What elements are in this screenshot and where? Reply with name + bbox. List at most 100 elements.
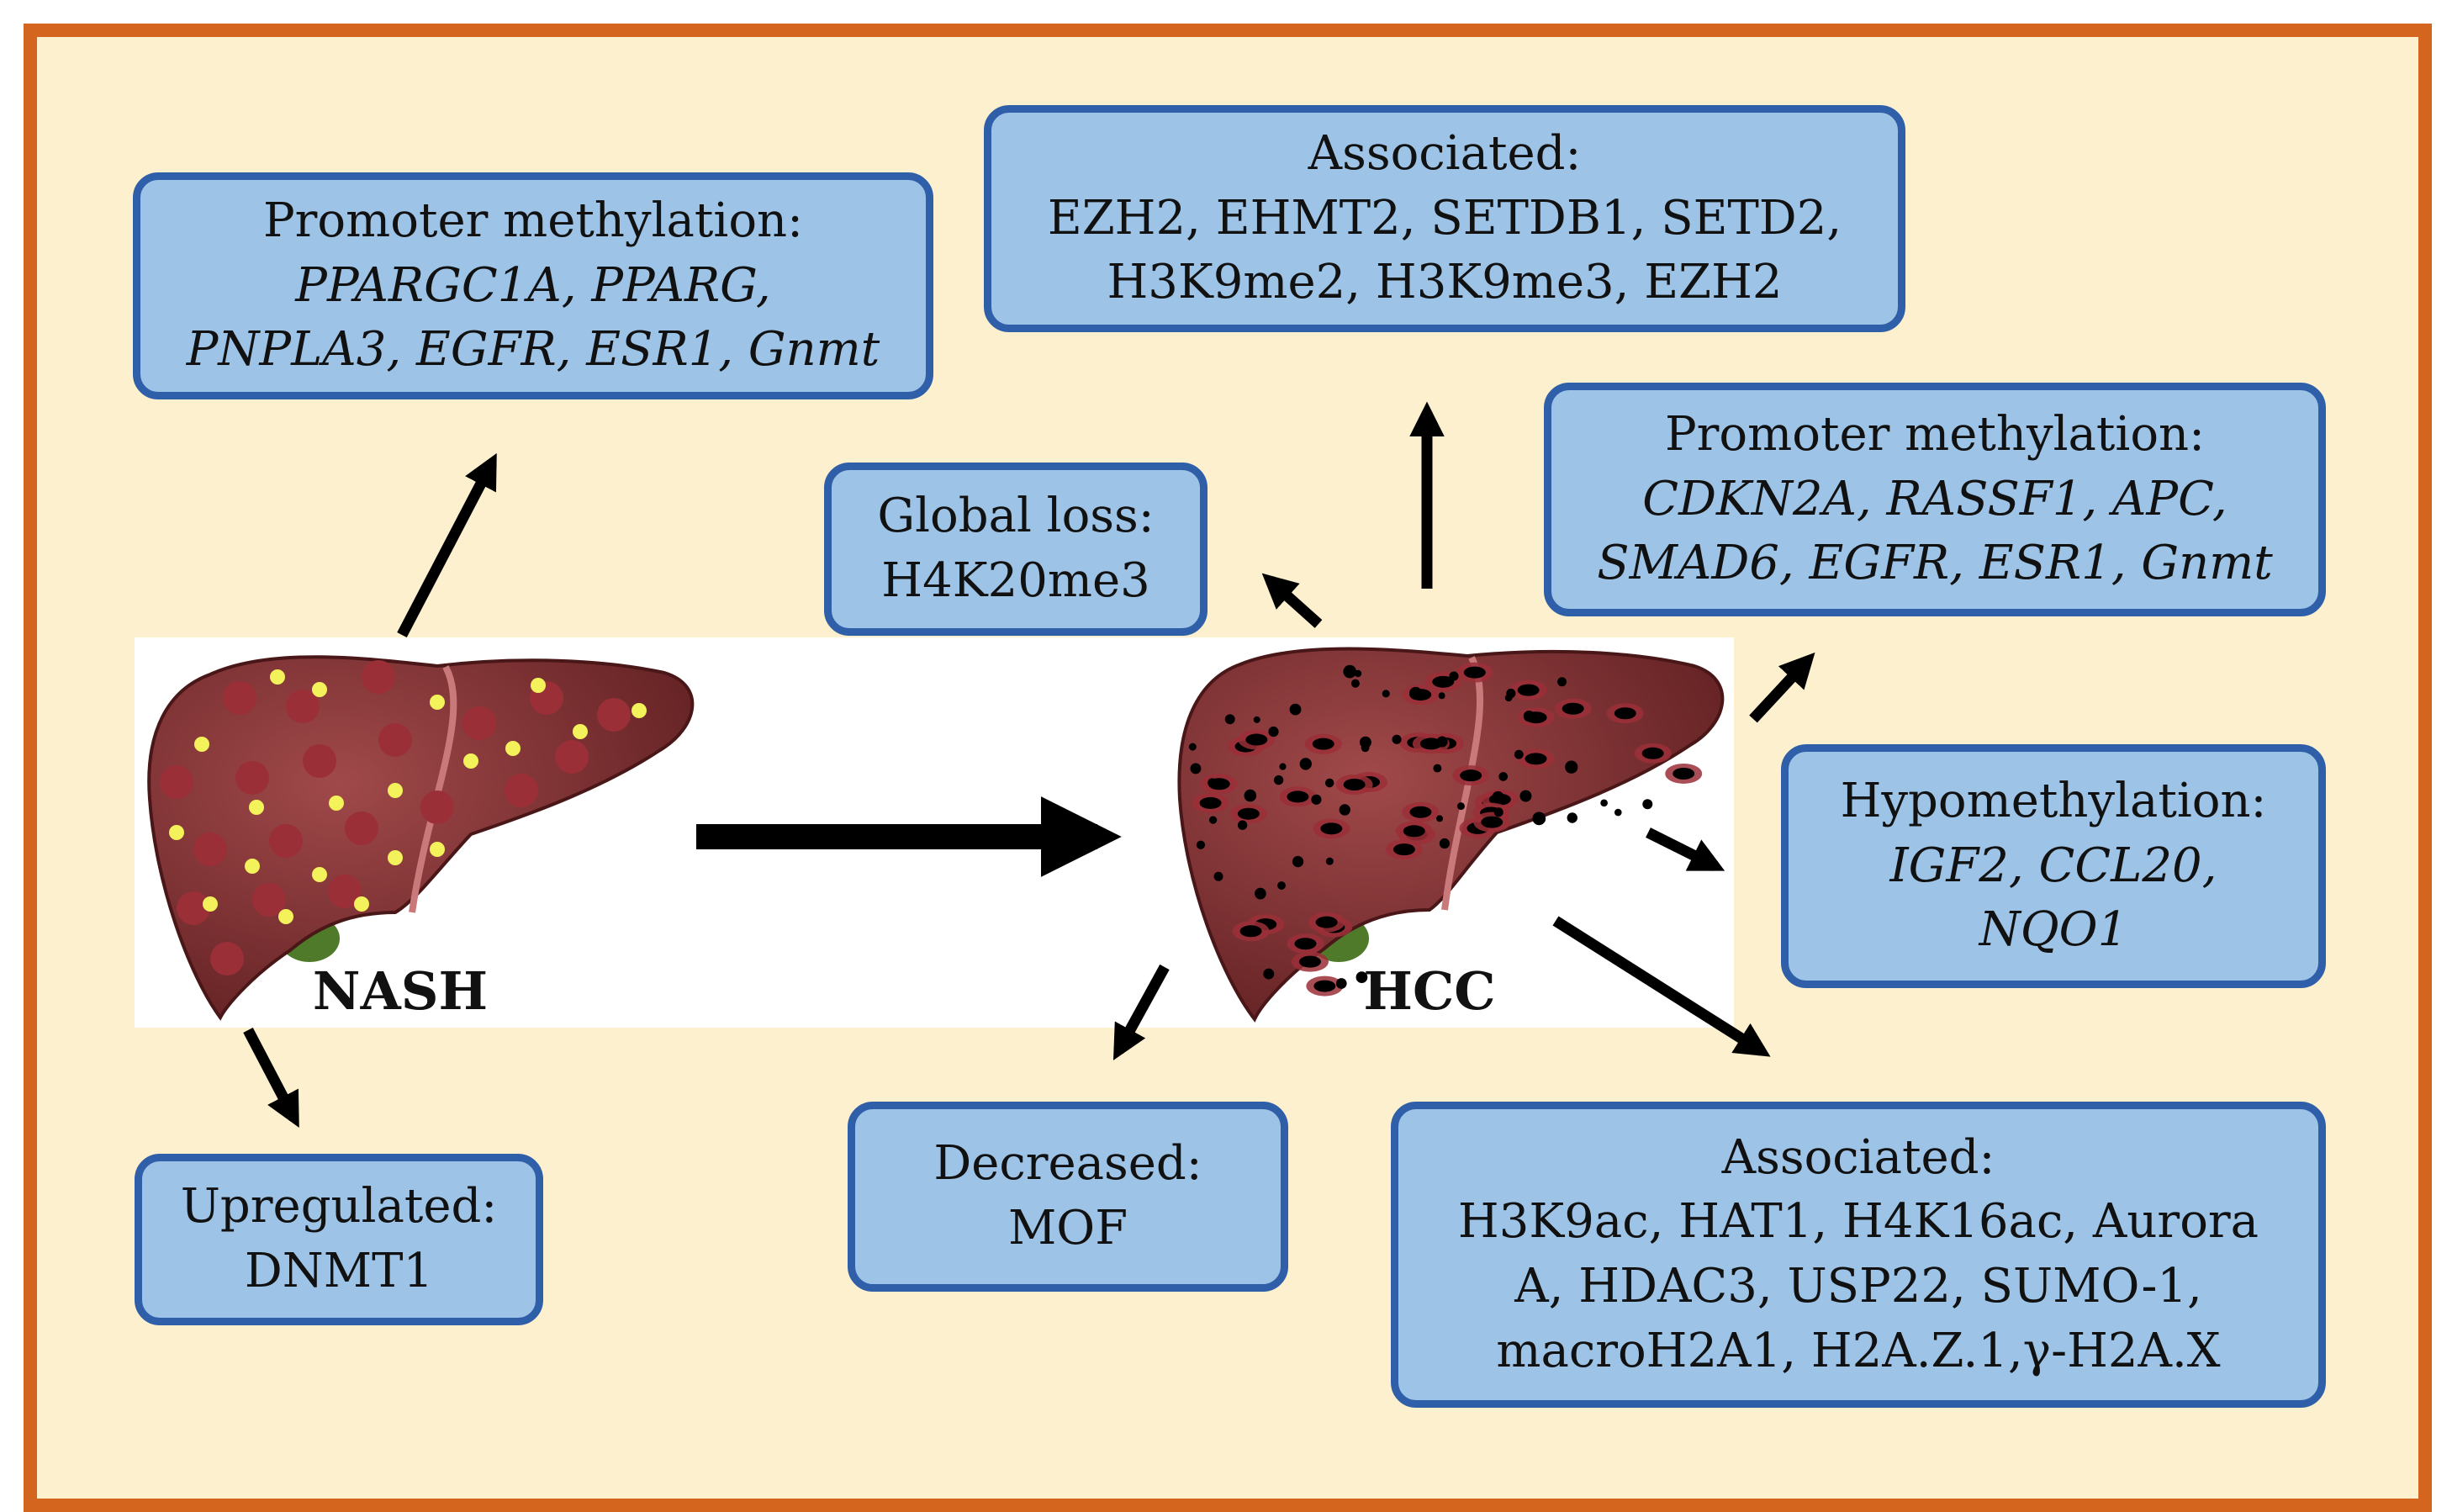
tumor-dot-icon [1208, 816, 1218, 824]
tumor-core-icon [1460, 769, 1482, 782]
tumor-core-icon [1245, 733, 1268, 746]
tumor-dot-icon [1504, 694, 1513, 702]
nash-lesions [160, 660, 647, 975]
tumor-core-icon [1517, 684, 1540, 696]
tumor-dot-icon [1277, 881, 1286, 890]
tumor-core-icon [1392, 843, 1415, 856]
lesion-icon [235, 761, 269, 795]
tumor-dot-icon [1224, 714, 1235, 725]
box-line: EZH2, EHMT2, SETDB1, SETD2, [1047, 190, 1842, 246]
tumor-core-icon [1239, 925, 1262, 938]
tumor-core-icon [1237, 807, 1260, 820]
tumor-dot-icon [1188, 743, 1197, 751]
tumor-dot-icon [1392, 734, 1402, 744]
lesion-icon [223, 681, 256, 715]
tumor-core-icon [1403, 825, 1425, 838]
box-nash-promoter-methylation: Promoter methylation: PPARGC1A, PPARG, P… [133, 172, 933, 399]
lesion-icon [597, 698, 631, 732]
tumor-dot-icon [1614, 808, 1622, 817]
tumor-core-icon [1673, 767, 1695, 780]
hcc-lesions [1188, 662, 1703, 997]
tumor-dot-icon [1335, 978, 1347, 989]
tumor-dot-icon [1213, 871, 1223, 881]
box-line: H3K9ac, HAT1, H4K16ac, Aurora [1457, 1194, 2259, 1250]
tumor-dot-icon [1436, 736, 1448, 748]
fat-droplet-icon [430, 842, 445, 857]
fat-droplet-icon [270, 669, 285, 685]
tumor-dot-icon [1299, 758, 1312, 770]
liver-ligament [409, 665, 457, 913]
box-title: Decreased: [933, 1136, 1202, 1192]
box-line: DNMT1 [244, 1244, 434, 1298]
box-line: SMAD6, EGFR, ESR1, Gnmt [1597, 536, 2273, 591]
box-line: NQO1 [1979, 902, 2128, 958]
arrow-hcc-to-decreased [1112, 964, 1170, 1060]
box-line: macroH2A1, H2A.Z.1,γ-H2A.X [1496, 1323, 2221, 1378]
tumor-dot-icon [1361, 743, 1370, 753]
lesion-icon [177, 891, 210, 925]
tumor-dot-icon [1190, 763, 1202, 775]
tumor-dot-icon [1324, 778, 1334, 788]
fat-droplet-icon [169, 825, 184, 840]
box-hcc-hypomethylation: Hypomethylation: IGF2, CCL20, NQO1 [1781, 744, 2326, 988]
box-line: CDKN2A, RASSF1, APC, [1642, 471, 2227, 526]
box-line: PPARGC1A, PPARG, [295, 257, 771, 313]
tumor-dot-icon [1565, 760, 1578, 774]
tumor-core-icon [1481, 816, 1503, 828]
tumor-dot-icon [1382, 690, 1390, 698]
tumor-dot-icon [1567, 812, 1577, 823]
box-line: IGF2, CCL20, [1889, 838, 2217, 893]
arrow-hcc-to-hypomethylation [1646, 827, 1725, 871]
arrow-hcc-to-global-loss [1261, 573, 1323, 628]
tumor-dot-icon [1343, 664, 1357, 679]
tumor-dot-icon [1514, 749, 1524, 759]
fat-droplet-icon [354, 896, 369, 912]
fat-droplet-icon [463, 753, 478, 769]
nash-liver: NASH [147, 655, 695, 1022]
hcc-liver: HCC [1177, 647, 1725, 1023]
tumor-core-icon [1287, 790, 1309, 803]
tumor-core-icon [1409, 806, 1432, 818]
lesion-icon [505, 774, 538, 807]
tumor-dot-icon [1196, 840, 1206, 849]
tumor-core-icon [1313, 980, 1336, 992]
fat-droplet-icon [388, 783, 403, 798]
tumor-dot-icon [1325, 857, 1334, 865]
tumor-dot-icon [1523, 710, 1535, 722]
tumor-dot-icon [1273, 775, 1284, 785]
fat-droplet-icon [278, 909, 293, 924]
tumor-core-icon [1343, 778, 1366, 790]
tumor-core-icon [1432, 675, 1455, 688]
fat-droplet-icon [573, 724, 588, 739]
tumor-core-icon [1294, 938, 1317, 950]
tumor-core-icon [1312, 737, 1334, 750]
fat-droplet-icon [505, 741, 521, 756]
tumor-core-icon [1463, 666, 1486, 679]
arrow-nash-to-upregulated [243, 1027, 299, 1129]
lesion-icon [252, 883, 286, 917]
tumor-dot-icon [1268, 726, 1279, 737]
tumor-dot-icon [1519, 790, 1532, 802]
tumor-dot-icon [1498, 772, 1509, 781]
tumor-dot-icon [1289, 703, 1302, 716]
tumor-core-icon [1298, 955, 1321, 968]
fat-droplet-icon [312, 867, 327, 882]
lesion-icon [193, 833, 227, 866]
tumor-dot-icon [1492, 790, 1504, 804]
nash-label: NASH [313, 960, 488, 1022]
fat-droplet-icon [312, 682, 327, 697]
lesion-icon [378, 723, 412, 757]
box-hcc-decreased: Decreased: MOF [848, 1102, 1288, 1292]
lesion-icon [345, 812, 378, 845]
box-line: A, HDAC3, USP22, SUMO-1, [1514, 1259, 2202, 1314]
tumor-core-icon [1315, 916, 1338, 928]
box-title: Associated: [1721, 1129, 1995, 1185]
tumor-dot-icon [1244, 789, 1257, 802]
hcc-label: HCC [1363, 960, 1495, 1022]
fat-droplet-icon [203, 896, 218, 912]
tumor-core-icon [1320, 822, 1343, 835]
lesion-icon [269, 824, 303, 858]
box-nash-upregulated: Upregulated: DNMT1 [135, 1154, 543, 1325]
tumor-dot-icon [1642, 799, 1653, 810]
lesion-icon [462, 706, 496, 740]
